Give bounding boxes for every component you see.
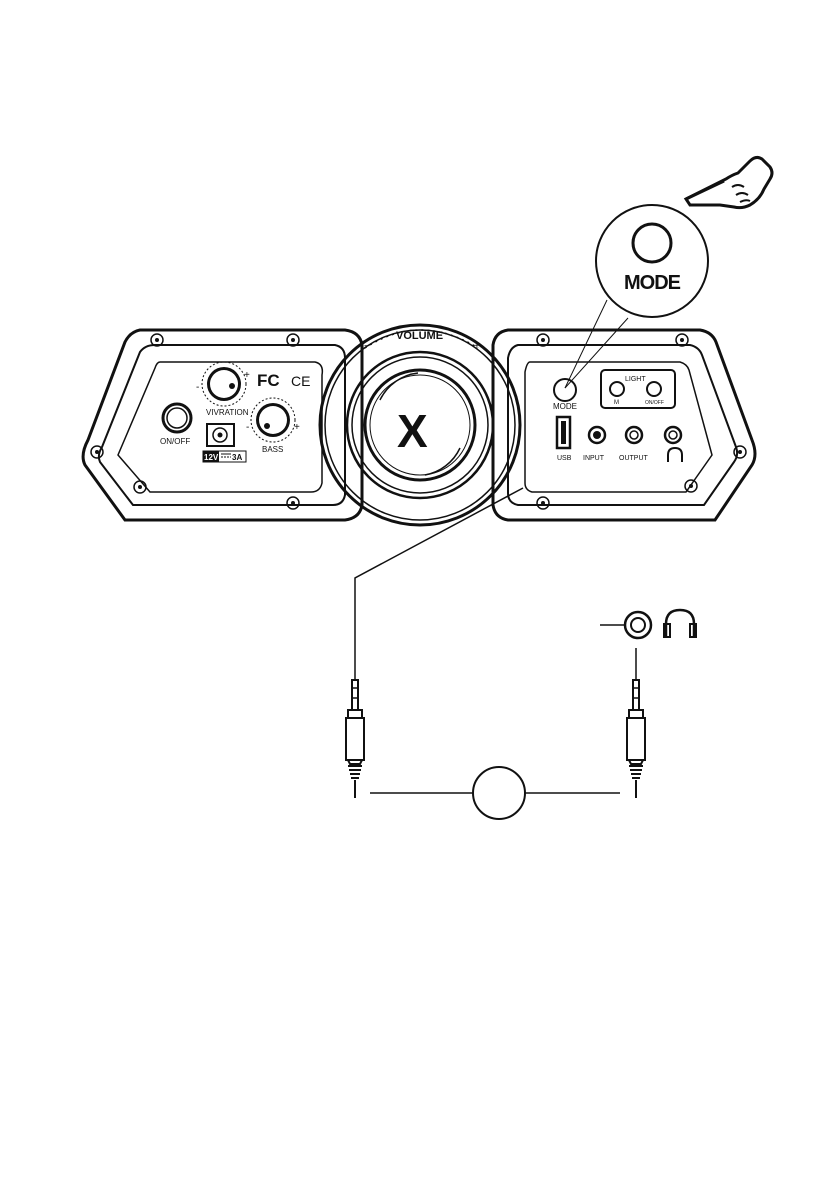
usb-port-label: USB (557, 455, 572, 462)
usb-port[interactable] (557, 417, 570, 448)
aux-plug-icon (346, 680, 364, 798)
power-button[interactable] (163, 404, 191, 432)
output-jack-label: OUTPUT (619, 455, 649, 462)
headphones-icon (664, 610, 696, 637)
headphone-jack[interactable] (665, 427, 681, 443)
svg-text:ON/OFF: ON/OFF (645, 400, 664, 406)
svg-text:M: M (614, 400, 619, 406)
svg-text:-: - (196, 382, 199, 393)
svg-text:−: − (364, 341, 370, 352)
screw-icon (537, 334, 746, 509)
svg-text:LIGHT: LIGHT (625, 376, 646, 383)
svg-text:+: + (244, 370, 250, 381)
output-jack[interactable] (626, 427, 642, 443)
mode-button[interactable] (554, 379, 576, 401)
volume-label: VOLUME (396, 330, 443, 342)
pointing-hand-icon (686, 157, 772, 207)
mode-zoom-label: MODE (624, 272, 681, 294)
input-jack-label: INPUT (583, 455, 605, 462)
aux-plug-icon (627, 648, 645, 798)
aux-cable (346, 488, 696, 819)
brand-logo: X (397, 405, 428, 457)
svg-text:+: + (474, 341, 480, 352)
vibration-knob-label: VIVRATION (206, 408, 249, 417)
svg-text:12V: 12V (204, 453, 219, 462)
mode-zoom-callout: MODE (565, 205, 708, 388)
bass-knob-label: BASS (262, 445, 283, 454)
svg-text:3A: 3A (232, 453, 242, 462)
center-speaker: X − + VOLUME (320, 325, 520, 525)
mode-button-label: MODE (553, 402, 577, 411)
right-panel: MODE LIGHT M ON/OFF USB INPUT OUTPUT (493, 330, 755, 520)
cable-coil (473, 767, 525, 819)
audio-jack-icon (625, 612, 651, 638)
light-mode-button[interactable] (610, 382, 624, 396)
light-power-button[interactable] (647, 382, 661, 396)
dc-power-jack[interactable] (207, 424, 234, 446)
ce-mark: CE (291, 373, 310, 389)
vibration-knob[interactable] (202, 362, 246, 406)
light-controls: LIGHT M ON/OFF (601, 370, 675, 408)
power-button-label: ON/OFF (160, 437, 190, 446)
headphones-icon (668, 448, 682, 462)
fcc-mark: FC (257, 371, 280, 390)
svg-text:-: - (246, 422, 249, 433)
bass-knob[interactable] (251, 398, 295, 442)
power-rating-label: 12V 3A (203, 451, 246, 462)
input-jack[interactable] (589, 427, 605, 443)
svg-text:+: + (294, 422, 300, 433)
